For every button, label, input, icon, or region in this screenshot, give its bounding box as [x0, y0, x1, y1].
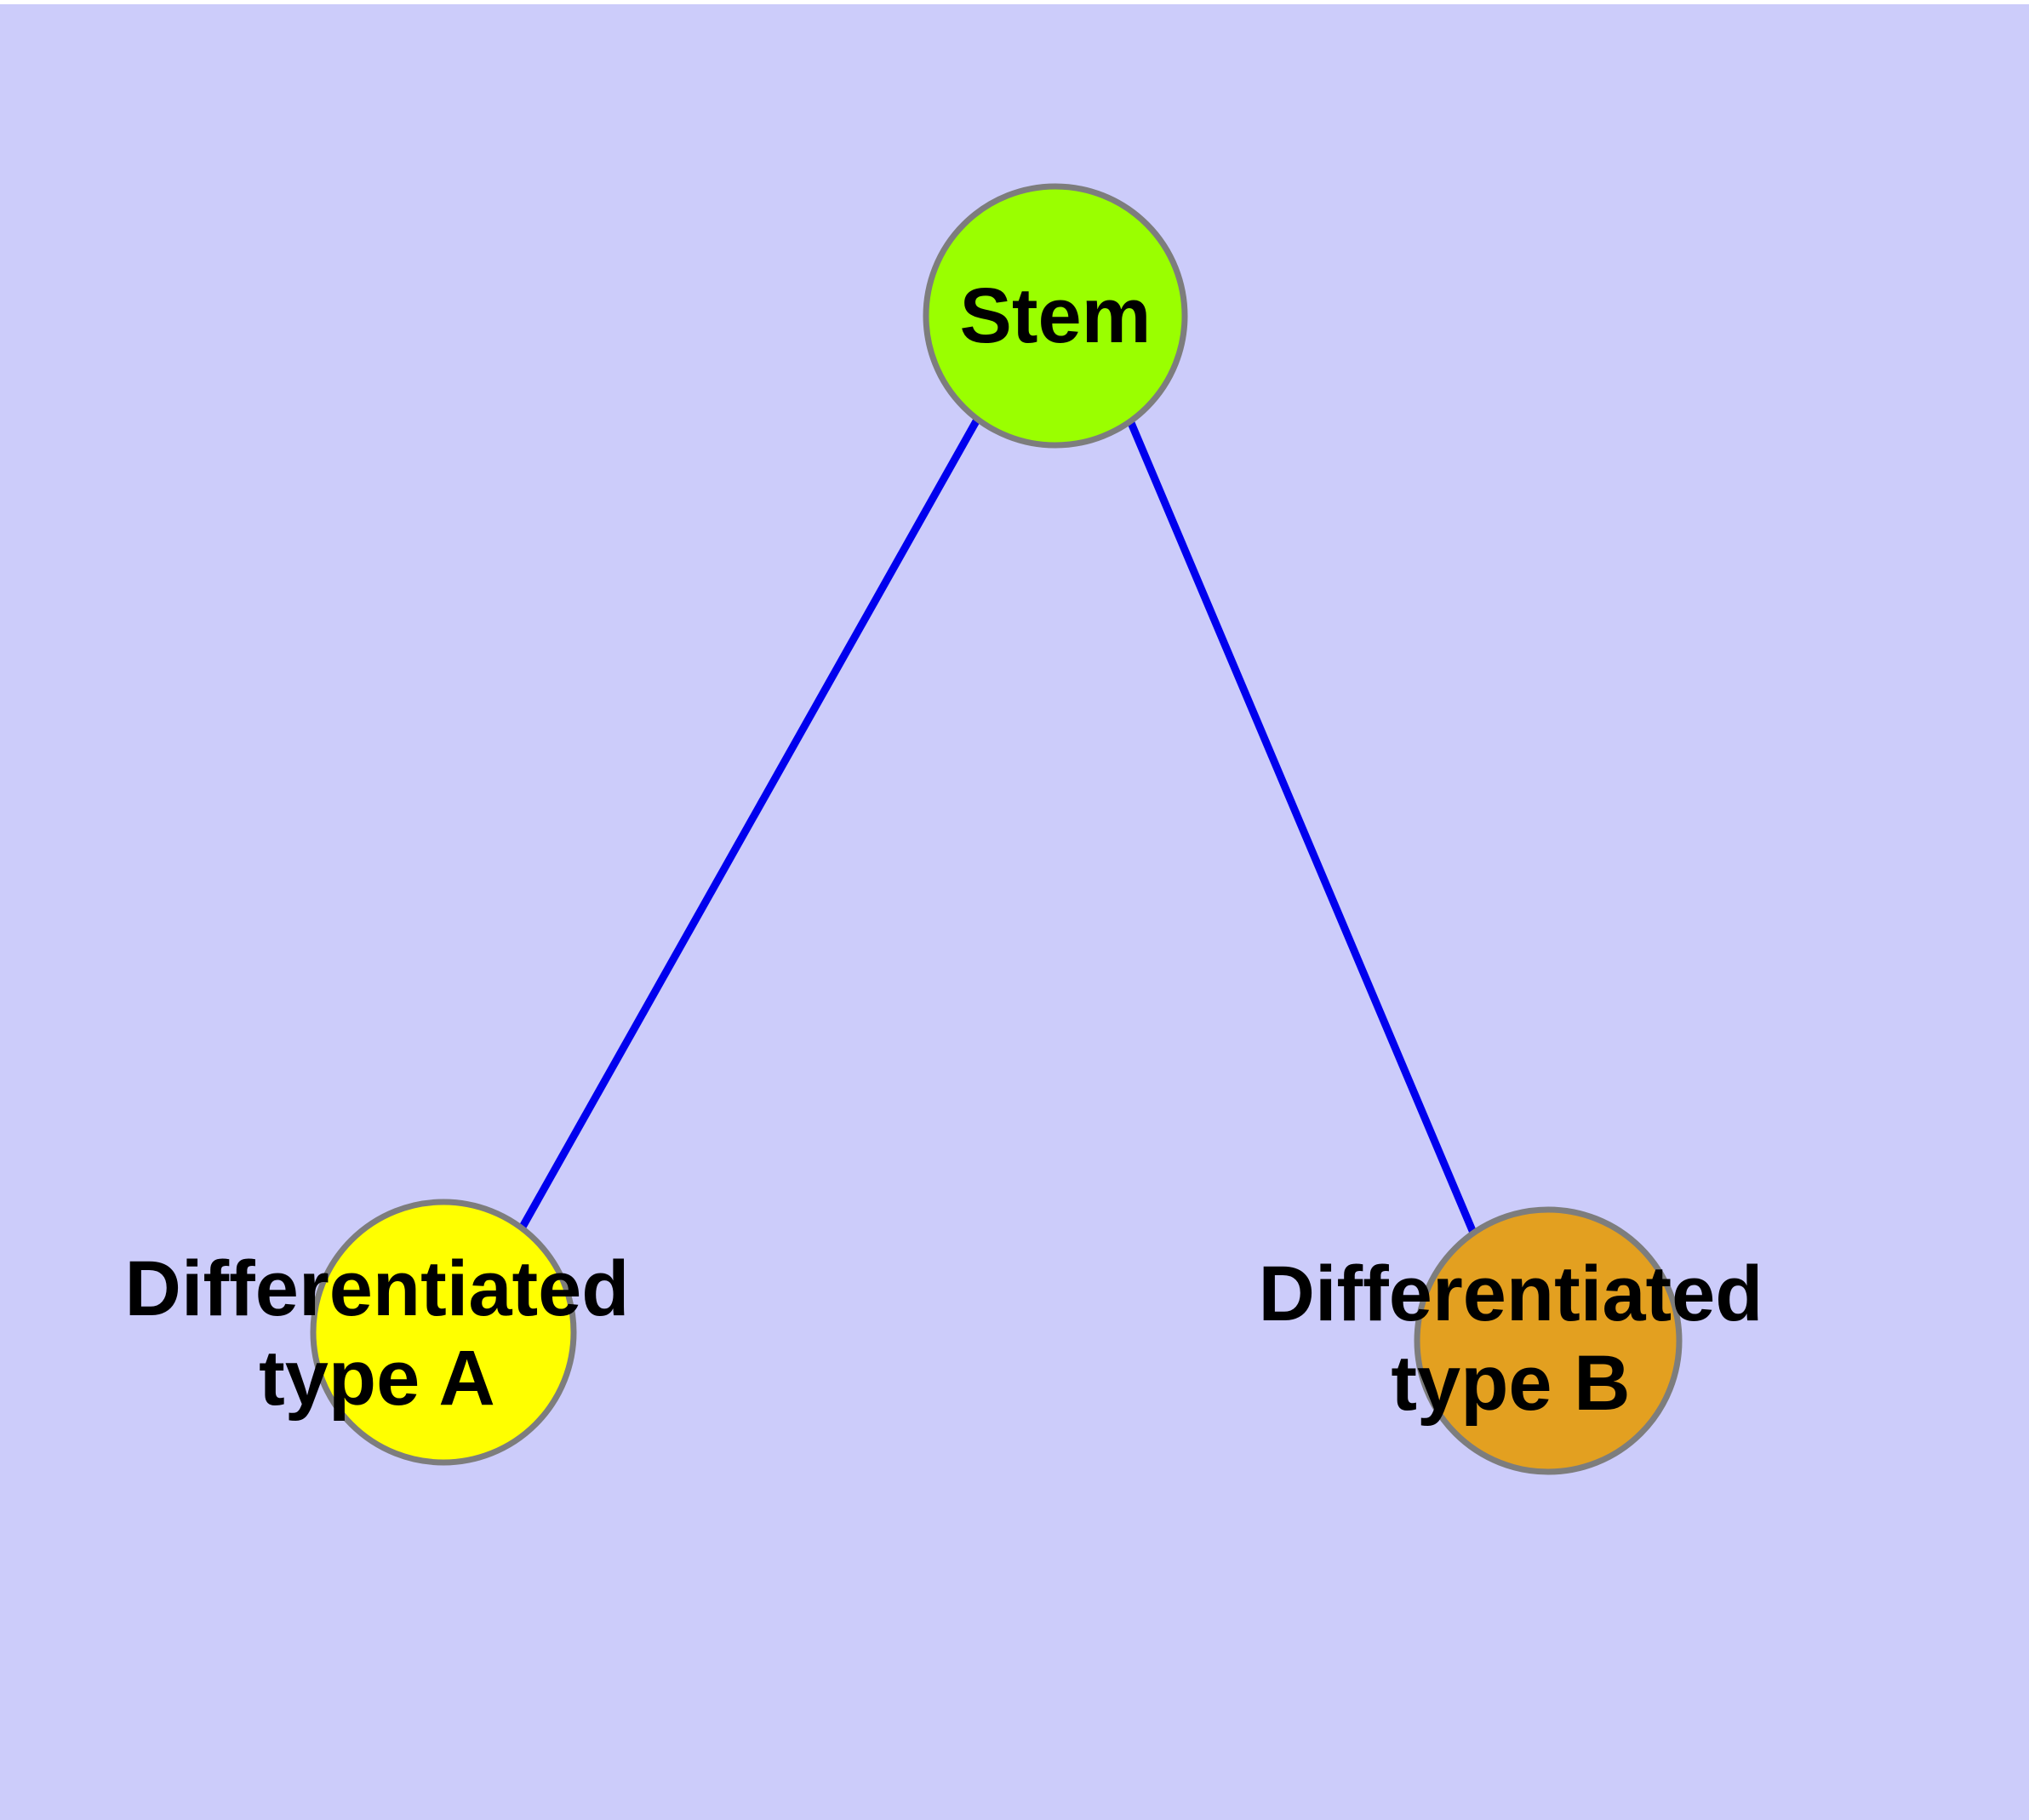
node-stem-circle[interactable] [923, 183, 1188, 449]
node-differentiated-b-label-line2: type B [1391, 1340, 1630, 1427]
node-group: Stem Differentiated type A Differentiate… [125, 183, 1763, 1475]
node-differentiated-a-label-line1: Differentiated [125, 1245, 630, 1332]
edge-stem-to-differentiated-a[interactable] [518, 417, 980, 1231]
node-differentiated-b[interactable]: Differentiated type B [1259, 1206, 1763, 1475]
node-differentiated-b-label-line1: Differentiated [1259, 1251, 1763, 1337]
edge-stem-to-differentiated-b[interactable] [1125, 417, 1477, 1234]
node-differentiated-a[interactable]: Differentiated type A [125, 1199, 630, 1466]
node-stem[interactable]: Stem [923, 183, 1188, 449]
node-differentiated-a-circle[interactable] [310, 1199, 577, 1466]
edge-group [518, 417, 1477, 1234]
node-stem-label: Stem [960, 272, 1152, 359]
node-differentiated-a-label-line2: type A [259, 1335, 495, 1422]
node-differentiated-b-circle[interactable] [1414, 1206, 1683, 1475]
